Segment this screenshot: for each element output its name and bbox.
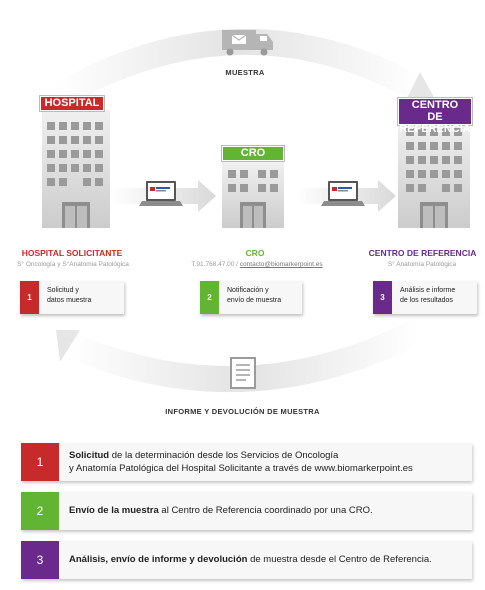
card-line: Notificación y bbox=[227, 287, 269, 294]
card-text: Notificación y envío de muestra bbox=[227, 286, 281, 306]
cro-title: CRO bbox=[245, 248, 265, 258]
step-3: 3 Análisis, envío de informe y devolució… bbox=[21, 541, 472, 579]
step-text: Envío de la muestra al Centro de Referen… bbox=[69, 504, 373, 517]
step-bold: Envío de la muestra bbox=[69, 505, 159, 516]
step-text: Solicitud de la determinación desde los … bbox=[69, 449, 413, 475]
card-text: Análisis e informe de los resultados bbox=[400, 286, 455, 306]
truck-icon bbox=[222, 30, 273, 56]
card-number: 1 bbox=[20, 281, 39, 314]
card-number: 2 bbox=[200, 281, 219, 314]
step-rest: de la determinación desde los Servicios … bbox=[109, 450, 339, 461]
cro-sign: CRO bbox=[222, 146, 284, 161]
hospital-card: 1 Solicitud y datos muestra bbox=[20, 281, 124, 314]
card-line: Análisis e informe bbox=[400, 287, 456, 294]
cro-sign-label: CRO bbox=[240, 147, 266, 159]
centro-card: 3 Análisis e informe de los resultados bbox=[373, 281, 477, 314]
card-line: datos muestra bbox=[47, 297, 92, 304]
hospital-title: HOSPITAL SOLICITANTE bbox=[21, 248, 123, 258]
step-number: 1 bbox=[21, 443, 59, 481]
centro-sign-line2: DE REFERENCIA bbox=[399, 111, 471, 135]
step-line: Solicitud de la determinación desde los … bbox=[69, 449, 413, 462]
hospital-sign: HOSPITAL bbox=[40, 96, 104, 111]
step-2: 2 Envío de la muestra al Centro de Refer… bbox=[21, 492, 472, 530]
bottom-flow-label: INFORME Y DEVOLUCIÓN DE MUESTRA bbox=[165, 407, 320, 416]
step-line: y Anatomía Patológica del Hospital Solic… bbox=[69, 463, 413, 474]
step-number: 2 bbox=[21, 492, 59, 530]
step-bold: Análisis, envío de informe y devolución bbox=[69, 554, 248, 565]
card-line: de los resultados bbox=[400, 297, 453, 304]
laptop-icon bbox=[139, 181, 183, 206]
step-1: 1 Solicitud de la determinación desde lo… bbox=[21, 443, 472, 481]
cro-phone: T.91.768.47.00 / bbox=[191, 261, 238, 268]
step-text: Análisis, envío de informe y devolución … bbox=[69, 553, 432, 566]
step-rest: al Centro de Referencia coordinado por u… bbox=[158, 505, 373, 516]
cro-building bbox=[222, 162, 284, 228]
top-flow-label: MUESTRA bbox=[225, 68, 265, 77]
cro-contact: T.91.768.47.00 / contacto@biomarkerpoint… bbox=[172, 261, 342, 268]
card-line: envío de muestra bbox=[227, 297, 282, 304]
centro-subtitle: S° Anatomía Patológica bbox=[387, 261, 457, 268]
hospital-subtitle: S° Oncología y S°Anatomia Patológica bbox=[17, 261, 129, 268]
step-number: 3 bbox=[21, 541, 59, 579]
card-line: Solicitud y bbox=[47, 287, 79, 294]
cro-email-link[interactable]: contacto@biomarkerpoint.es bbox=[239, 261, 323, 268]
laptop-icon bbox=[321, 181, 365, 206]
step-bold: Solicitud bbox=[69, 450, 110, 461]
centro-title: CENTRO DE REFERENCIA bbox=[368, 248, 477, 258]
hospital-windows bbox=[47, 122, 103, 186]
report-document-icon bbox=[230, 357, 256, 389]
hospital-sign-label: HOSPITAL bbox=[44, 97, 100, 109]
centro-sign-line1: CENTRO bbox=[411, 99, 459, 111]
centro-building bbox=[398, 118, 470, 228]
centro-sign: CENTRO DE REFERENCIA bbox=[398, 98, 472, 135]
step-rest: de muestra desde el Centro de Referencia… bbox=[247, 554, 432, 565]
card-number: 3 bbox=[373, 281, 392, 314]
card-text: Solicitud y datos muestra bbox=[47, 286, 91, 306]
cro-card: 2 Notificación y envío de muestra bbox=[200, 281, 302, 314]
